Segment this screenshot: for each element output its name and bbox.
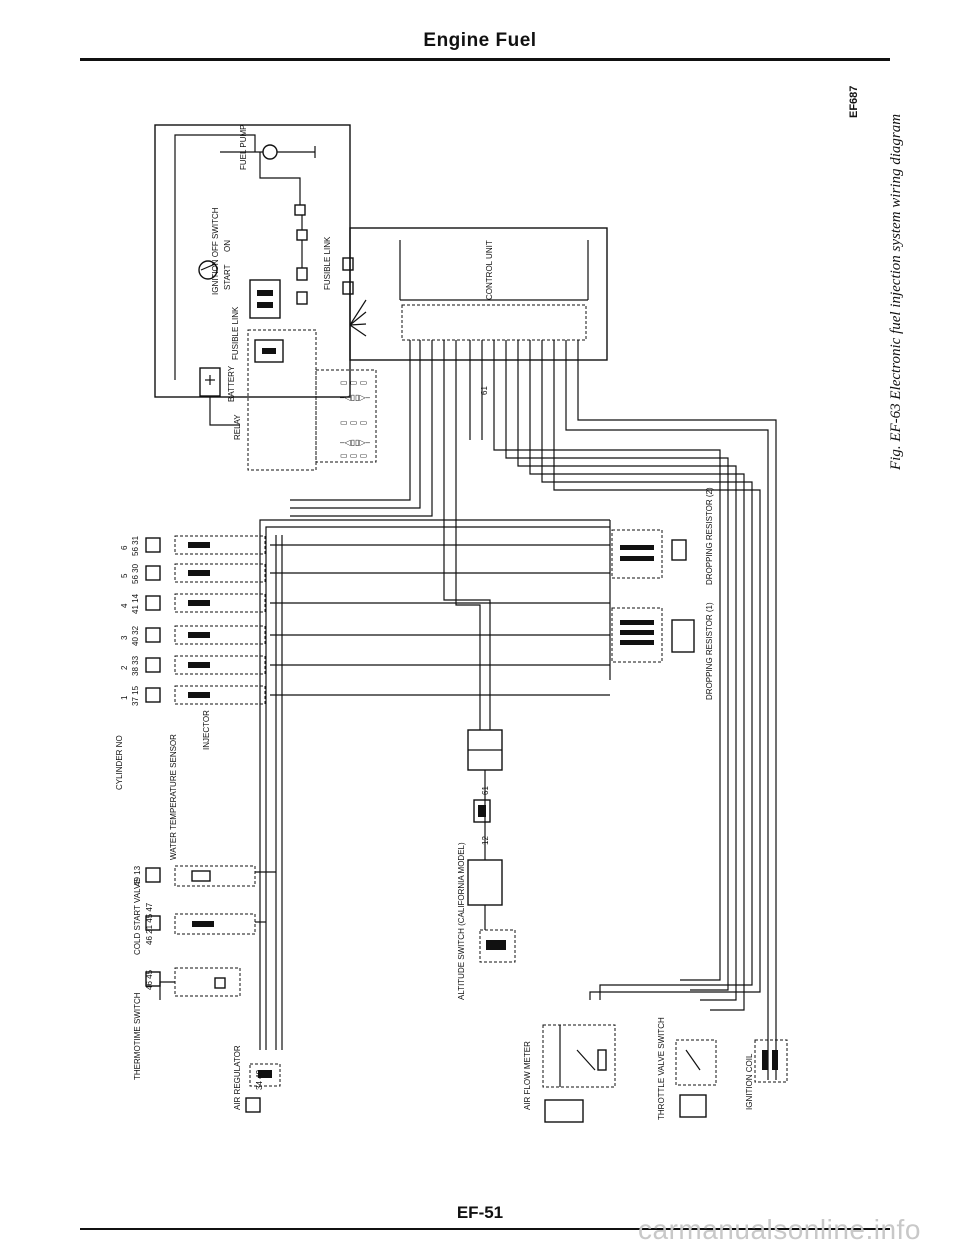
ignition-coil: IGNITION COIL <box>745 1039 788 1110</box>
fuel-pump-symbol <box>262 144 278 160</box>
injector-6 <box>145 535 266 555</box>
dropping-resistor-1-label: DROPPING RESISTOR (1) <box>705 602 714 700</box>
fusible-link-1-label: FUSIBLE LINK <box>231 306 240 360</box>
dropping-resistor-2-label: DROPPING RESISTOR (2) <box>705 487 714 585</box>
ignition-on-label: ON <box>223 240 232 252</box>
page-title: Engine Fuel <box>423 30 537 51</box>
power-section: FUEL PUMP IGNITION OFF SWITCH ON START F… <box>154 124 377 471</box>
water-temp-sensor: WATER TEMPERATURE SENSOR 49 13 <box>133 734 276 887</box>
power-outline <box>154 124 351 398</box>
cylinder-3-pins: 40 32 <box>131 625 140 646</box>
air-flow-meter-label: AIR FLOW METER <box>523 1041 532 1110</box>
cold-start-valve: COLD START VALVE 46 21 45 47 <box>133 878 266 955</box>
dropping-resistors: DROPPING RESISTOR (2) DROPPING RESISTOR … <box>611 487 714 700</box>
header-rule <box>80 58 890 61</box>
ignition-start-label: START <box>223 264 232 290</box>
cylinder-4-no: 4 <box>120 603 129 608</box>
ignition-switch-label: IGNITION OFF SWITCH <box>211 207 220 295</box>
cylinder-5-pins: 56 30 <box>131 563 140 584</box>
water-temp-terminals: 49 13 <box>133 865 142 886</box>
control-unit-pins <box>401 304 587 341</box>
fuel-pump-label: FUEL PUMP <box>239 125 248 171</box>
throttle-valve-switch: THROTTLE VALVE SWITCH <box>657 1017 717 1120</box>
svg-text:–◁▯▯▷–: –◁▯▯▷– <box>340 438 371 447</box>
page-number: EF-51 <box>456 1203 504 1222</box>
cylinder-no-label: CYLINDER NO <box>115 735 124 790</box>
cylinder-2-no: 2 <box>120 665 129 670</box>
injector-connectors: INJECTOR CYLINDER NO 1 2 3 4 5 6 37 15 3… <box>115 535 266 790</box>
injector-5 <box>145 563 266 583</box>
air-regulator: AIR REGULATOR 34 48 <box>233 1045 281 1113</box>
control-unit: CONTROL UNIT 61 <box>290 227 777 1080</box>
cylinder-1-no: 1 <box>120 695 129 700</box>
injector-4 <box>145 593 266 613</box>
ignition-switch-symbol <box>198 260 218 280</box>
water-temp-label: WATER TEMPERATURE SENSOR <box>169 734 178 860</box>
control-unit-outline <box>349 227 608 361</box>
air-regulator-terminals: 34 48 <box>255 1069 264 1090</box>
thermotime-terminals: 46 45 <box>145 969 154 990</box>
ignition-coil-label: IGNITION COIL <box>745 1053 754 1110</box>
relay-label: RELAY <box>233 414 242 440</box>
battery-label: BATTERY <box>227 365 236 402</box>
injector-2 <box>145 655 266 675</box>
injector-label: INJECTOR <box>202 710 211 750</box>
svg-text:–◁▯▯▷–: –◁▯▯▷– <box>340 393 371 402</box>
svg-text:▭ ▭ ▭: ▭ ▭ ▭ <box>340 418 367 427</box>
cylinder-3-no: 3 <box>120 635 129 640</box>
cylinder-1-pins: 37 15 <box>131 685 140 706</box>
air-flow-meter: AIR FLOW METER <box>523 1024 616 1123</box>
svg-text:▭ ▭ ▭: ▭ ▭ ▭ <box>340 451 367 460</box>
injector-1 <box>145 685 266 705</box>
thermotime-label: THERMOTIME SWITCH <box>133 992 142 1080</box>
footer-rule <box>80 1228 890 1230</box>
injector-3 <box>145 625 266 645</box>
cold-start-label: COLD START VALVE <box>133 878 142 955</box>
relay-box <box>247 329 317 471</box>
altitude-terminal-61: 61 <box>481 786 490 795</box>
cold-start-terminals: 46 21 45 47 <box>145 902 154 945</box>
connector-block <box>249 279 281 319</box>
throttle-valve-label: THROTTLE VALVE SWITCH <box>657 1017 666 1120</box>
watermark: carmanualsonline.info <box>638 1214 921 1245</box>
fusible-link-2-label: FUSIBLE LINK <box>323 236 332 290</box>
altitude-switch: ALTITUDE SWITCH (CALIFORNIA MODEL) 12 61 <box>457 729 516 1000</box>
cylinder-5-no: 5 <box>120 573 129 578</box>
altitude-switch-label: ALTITUDE SWITCH (CALIFORNIA MODEL) <box>457 842 466 1000</box>
cylinder-2-pins: 38 33 <box>131 655 140 676</box>
svg-text:▭ ▭ ▭: ▭ ▭ ▭ <box>340 378 367 387</box>
control-unit-label: CONTROL UNIT <box>485 240 494 300</box>
air-regulator-label: AIR REGULATOR <box>233 1045 242 1110</box>
cylinder-6-no: 6 <box>120 545 129 550</box>
injector-bus <box>259 519 611 1050</box>
cylinder-6-pins: 56 31 <box>131 535 140 556</box>
altitude-terminal-12: 12 <box>481 836 490 845</box>
relay-contact-box <box>315 369 377 463</box>
thermotime-switch: THERMOTIME SWITCH 46 45 <box>133 967 241 1080</box>
relay-terminal-61: 61 <box>480 386 489 395</box>
cylinder-4-pins: 41 14 <box>131 593 140 614</box>
